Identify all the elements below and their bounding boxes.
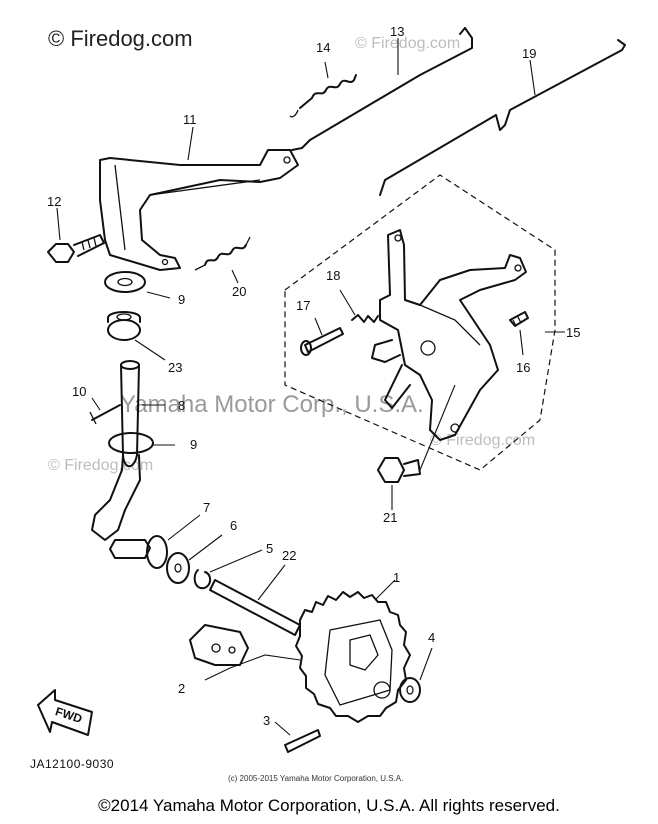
screw-17 bbox=[300, 317, 344, 356]
watermark-left: © Firedog.com bbox=[48, 457, 153, 474]
callout-15: 15 bbox=[566, 325, 580, 340]
spring-18 bbox=[339, 289, 379, 323]
lever-plate-15 bbox=[371, 229, 565, 441]
copyright-notice: ©2014 Yamaha Motor Corporation, U.S.A. A… bbox=[98, 796, 560, 815]
gear-1 bbox=[295, 579, 411, 723]
callout-18: 18 bbox=[326, 268, 340, 283]
watermark-right: © Firedog.com bbox=[430, 432, 535, 449]
plate-2 bbox=[189, 624, 301, 681]
clip-5 bbox=[193, 549, 263, 590]
credit-line: (c) 2005-2015 Yamaha Motor Corporation, … bbox=[228, 774, 403, 783]
washer-9-upper bbox=[104, 271, 171, 299]
callout-9-upper: 9 bbox=[178, 292, 185, 307]
callout-13: 13 bbox=[390, 24, 404, 39]
callout-8: 8 bbox=[178, 398, 185, 413]
callout-6: 6 bbox=[230, 518, 237, 533]
bushing-23 bbox=[107, 311, 166, 361]
watermark-center: Yamaha Motor Corp., U.S.A. bbox=[120, 391, 424, 418]
shaft-22 bbox=[209, 564, 301, 636]
watermark-main: © Firedog.com bbox=[48, 26, 193, 51]
assembly-15-boundary bbox=[284, 174, 556, 471]
bolt-12 bbox=[47, 207, 105, 263]
callout-23: 23 bbox=[168, 360, 182, 375]
washer-4 bbox=[399, 647, 433, 703]
callout-10: 10 bbox=[72, 384, 86, 399]
spring-14 bbox=[289, 61, 357, 118]
rod-13 bbox=[291, 27, 473, 151]
washer-6 bbox=[166, 534, 223, 584]
bolt-21 bbox=[377, 384, 456, 510]
screw-16 bbox=[509, 311, 529, 356]
callout-11: 11 bbox=[183, 112, 197, 127]
callout-2: 2 bbox=[178, 681, 185, 696]
callout-17: 17 bbox=[296, 298, 310, 313]
drawing-code: JA12100-9030 bbox=[30, 757, 114, 771]
callout-21: 21 bbox=[383, 510, 397, 525]
callout-5: 5 bbox=[266, 541, 273, 556]
pin-3 bbox=[274, 721, 321, 753]
pin-10 bbox=[89, 397, 121, 425]
bracket-11 bbox=[99, 126, 299, 271]
spring-20 bbox=[194, 236, 251, 284]
callout-14: 14 bbox=[316, 40, 330, 55]
callout-9-lower: 9 bbox=[190, 437, 197, 452]
washer-9-lower bbox=[108, 432, 175, 454]
callout-1: 1 bbox=[393, 570, 400, 585]
fwd-arrow: FWD bbox=[37, 689, 93, 736]
callout-19: 19 bbox=[522, 46, 536, 61]
callout-4: 4 bbox=[428, 630, 435, 645]
callout-7: 7 bbox=[203, 500, 210, 515]
collar-7 bbox=[109, 514, 201, 569]
callout-20: 20 bbox=[232, 284, 246, 299]
callout-16: 16 bbox=[516, 360, 530, 375]
callout-3: 3 bbox=[263, 713, 270, 728]
callout-22: 22 bbox=[282, 548, 296, 563]
watermark-top: © Firedog.com bbox=[355, 35, 460, 52]
callout-12: 12 bbox=[47, 194, 61, 209]
shaft-8 bbox=[91, 360, 165, 541]
rod-19 bbox=[379, 39, 626, 196]
